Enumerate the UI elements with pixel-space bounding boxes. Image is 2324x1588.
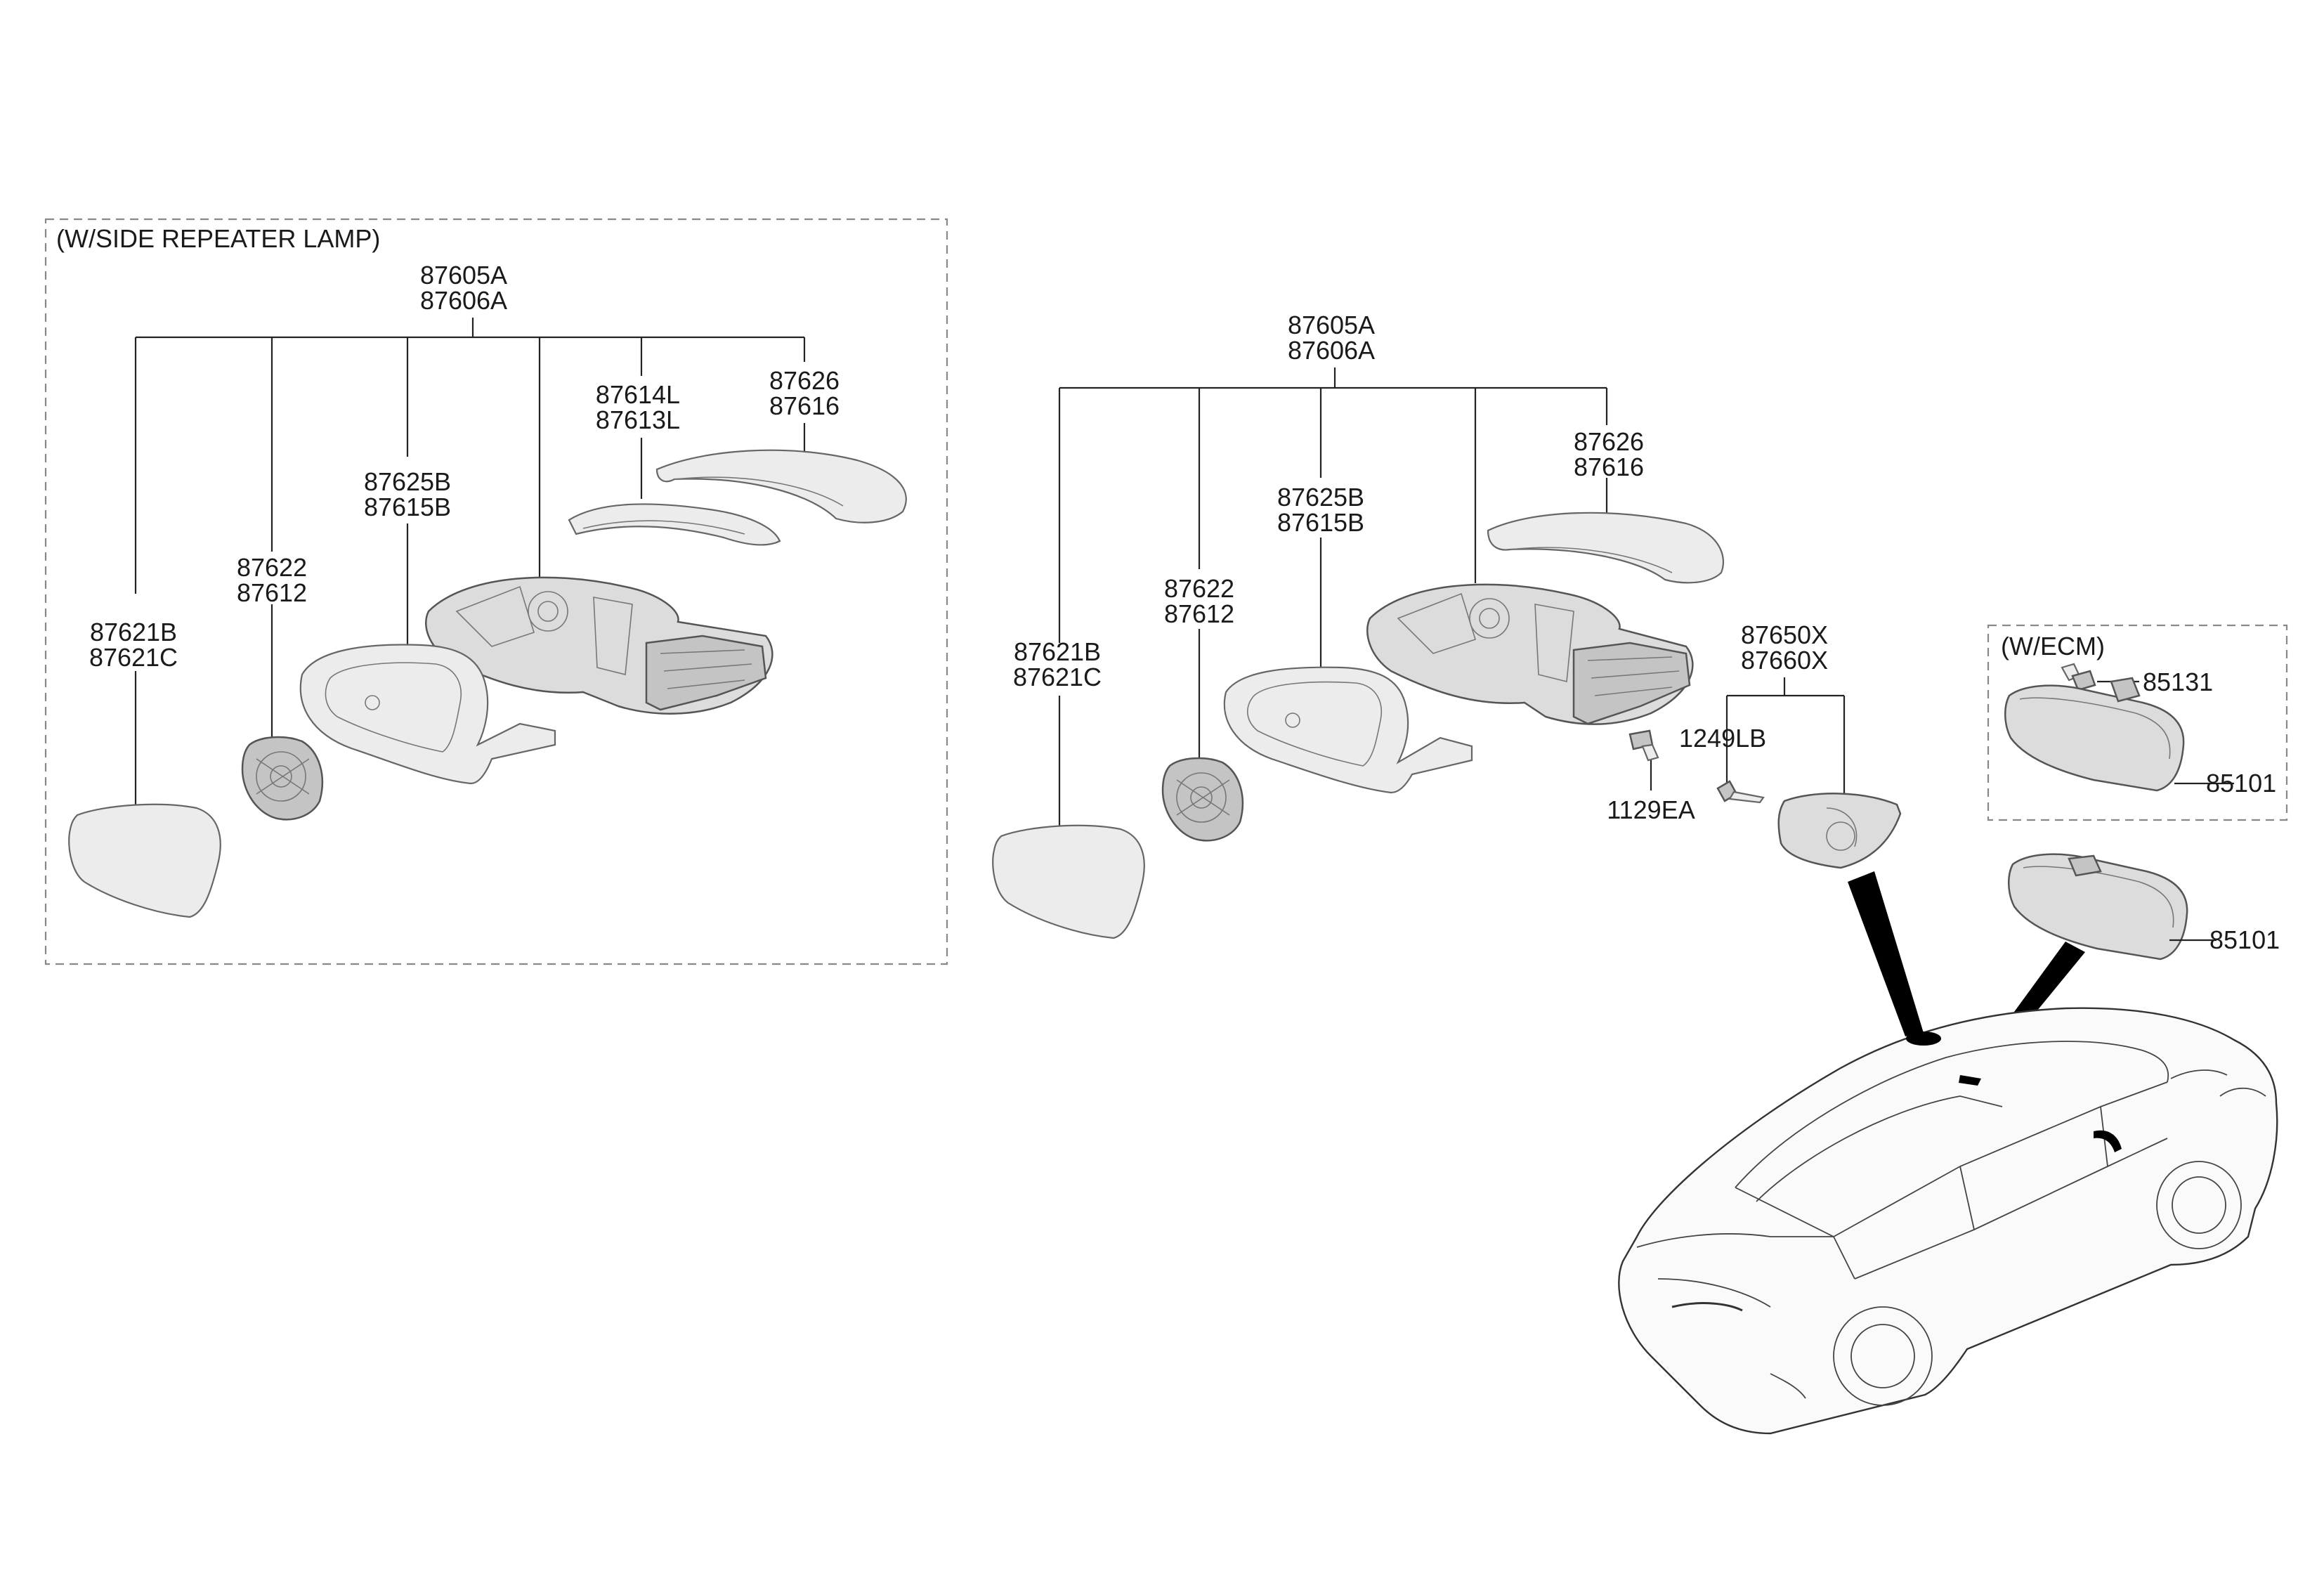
inside-mirror-label: 85101 (2209, 925, 2280, 954)
center-mirror-bezel (1223, 666, 1473, 794)
screw-part (1716, 780, 1765, 804)
bolt-part (1628, 729, 1659, 762)
ecm-box (1987, 624, 2288, 821)
side-repeater-lamp-caption: (W/SIDE REPEATER LAMP) (56, 224, 380, 253)
center-cover-label-1: 87626 (1574, 427, 1644, 456)
ecm-mirror-part (2004, 677, 2185, 792)
center-actuator-label-2: 87612 (1164, 599, 1234, 628)
left-leader-lines (134, 318, 806, 809)
screw-label: 1249LB (1679, 724, 1766, 753)
left-assembly-label-1: 87605A (420, 261, 507, 289)
car-illustration (1618, 1007, 2278, 1435)
left-actuator-motor (241, 736, 324, 821)
center-mirror-housing (1366, 583, 1694, 725)
ecm-bracket-label: 85131 (2143, 668, 2213, 696)
ecm-caption: (W/ECM) (2001, 632, 2105, 660)
cover-assy-label-2: 87660X (1741, 646, 1828, 675)
left-cover-label-2: 87616 (769, 391, 840, 420)
left-housing-label-1: 87625B (364, 467, 451, 496)
center-assembly-label-2: 87606A (1288, 336, 1375, 365)
left-lamp-label-1: 87614L (596, 380, 680, 409)
left-glass-label-1: 87621B (90, 618, 177, 646)
center-cover-label-2: 87616 (1574, 453, 1644, 481)
left-glass-label-2: 87621C (89, 643, 178, 672)
center-glass-label-1: 87621B (1014, 637, 1101, 666)
left-mirror-bezel (299, 644, 556, 785)
left-mirror-cover (655, 449, 907, 523)
left-actuator-label-1: 87622 (237, 553, 307, 582)
ecm-mirror-label: 85101 (2206, 769, 2276, 798)
left-assembly-label-2: 87606A (420, 286, 507, 315)
cover-assy-part (1777, 793, 1902, 869)
ecm-bracket-part (2061, 663, 2096, 691)
center-glass-label-2: 87621C (1013, 663, 1102, 691)
right-leader-lines (1650, 677, 1846, 801)
left-lamp-label-2: 87613L (596, 405, 680, 434)
center-leader-lines (1058, 367, 1608, 828)
left-mirror-glass (68, 803, 221, 918)
center-mirror-cover (1487, 512, 1725, 584)
side-repeater-lamp-box (44, 218, 948, 965)
center-mirror-glass (992, 824, 1145, 939)
left-cover-label-1: 87626 (769, 366, 840, 395)
cover-assy-label-1: 87650X (1741, 620, 1828, 649)
left-mirror-housing (425, 576, 773, 715)
bolt-label: 1129EA (1607, 795, 1695, 824)
inside-mirror-part (2008, 853, 2188, 961)
left-housing-label-2: 87615B (364, 493, 451, 521)
center-actuator-motor (1161, 757, 1244, 842)
center-housing-label-1: 87625B (1277, 483, 1364, 512)
left-repeater-lamp (568, 503, 781, 546)
center-housing-label-2: 87615B (1277, 508, 1364, 537)
center-assembly-label-1: 87605A (1288, 311, 1375, 339)
center-actuator-label-1: 87622 (1164, 574, 1234, 603)
left-actuator-label-2: 87612 (237, 578, 307, 607)
